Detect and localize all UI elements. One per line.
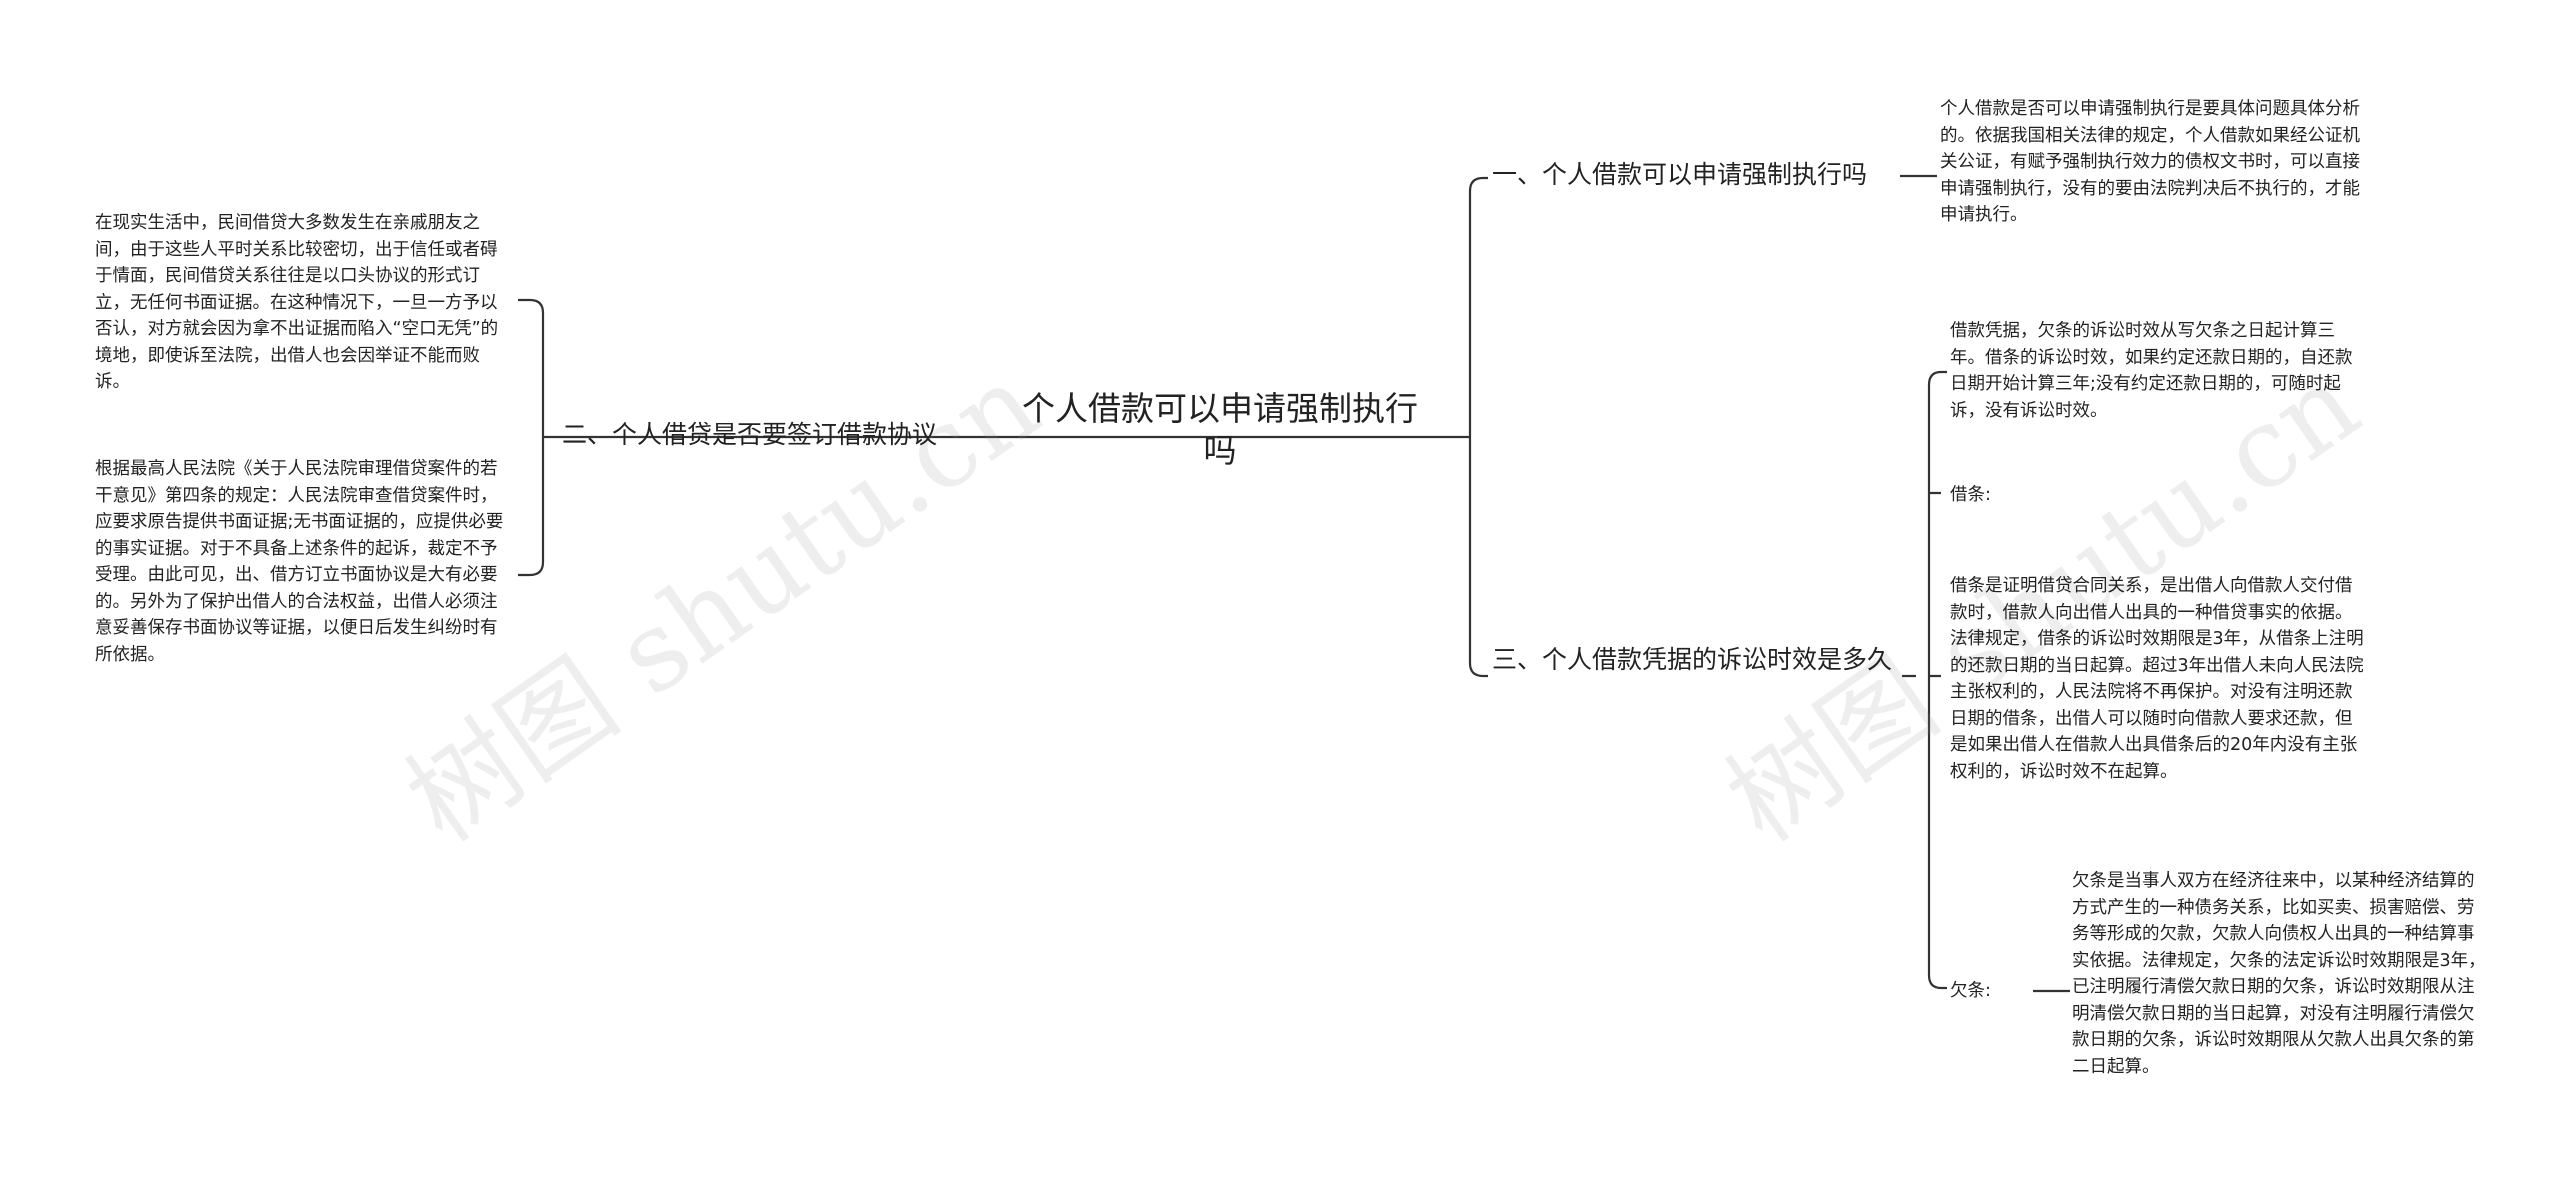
right-bracket bbox=[1460, 176, 1484, 678]
branch-3-subnode-label: 欠条: bbox=[1950, 981, 1991, 1001]
branch-3-label: 三、个人借款凭据的诉讼时效是多久 bbox=[1492, 645, 1893, 674]
branch-2-label: 二、个人借贷是否要签订借款协议 bbox=[562, 420, 938, 449]
branch-2-paragraph-2[interactable]: 根据最高人民法院《关于人民法院审理借贷案件的若干意见》第四条的规定：人民法院审查… bbox=[95, 456, 507, 668]
branch-2-paragraph-2-text: 根据最高人民法院《关于人民法院审理借贷案件的若干意见》第四条的规定：人民法院审查… bbox=[95, 459, 504, 665]
branch-2-paragraph-1[interactable]: 在现实生活中，民间借贷大多数发生在亲戚朋友之间，由于这些人平时关系比较密切，出于… bbox=[95, 210, 507, 396]
branch-3-subnode[interactable]: 欠条: bbox=[1950, 978, 1991, 1004]
branch-3-bracket bbox=[1902, 370, 1942, 990]
branch-2-paragraph-1-text: 在现实生活中，民间借贷大多数发生在亲戚朋友之间，由于这些人平时关系比较密切，出于… bbox=[95, 213, 499, 392]
branch-3-item-2-text: 借条: bbox=[1950, 485, 1991, 505]
branch-3-item-3-text: 借条是证明借贷合同关系，是出借人向借款人交付借款时，借款人向出借人出具的一种借贷… bbox=[1950, 576, 2364, 782]
branch-1[interactable]: 一、个人借款可以申请强制执行吗 bbox=[1492, 158, 1867, 192]
root-title: 个人借款可以申请强制执行吗 bbox=[1022, 389, 1418, 470]
branch-3-item-2[interactable]: 借条: bbox=[1950, 482, 1991, 508]
branch-3-subnode-text: 欠条是当事人双方在经济往来中，以某种经济结算的方式产生的一种债务关系，比如买卖、… bbox=[2072, 871, 2486, 1077]
branch-1-label: 一、个人借款可以申请强制执行吗 bbox=[1492, 160, 1868, 189]
branch-3[interactable]: 三、个人借款凭据的诉讼时效是多久 bbox=[1492, 643, 1904, 677]
branch-3-item-1[interactable]: 借款凭据，欠条的诉讼时效从写欠条之日起计算三年。借条的诉讼时效，如果约定还款日期… bbox=[1950, 318, 2364, 424]
branch-3-item-1-text: 借款凭据，欠条的诉讼时效从写欠条之日起计算三年。借条的诉讼时效，如果约定还款日期… bbox=[1950, 321, 2353, 421]
root-topic[interactable]: 个人借款可以申请强制执行吗 bbox=[1010, 388, 1430, 472]
branch-1-text: 个人借款是否可以申请强制执行是要具体问题具体分析的。依据我国相关法律的规定，个人… bbox=[1940, 99, 2360, 225]
branch-1-content[interactable]: 个人借款是否可以申请强制执行是要具体问题具体分析的。依据我国相关法律的规定，个人… bbox=[1940, 96, 2360, 229]
branch-3-subnode-content[interactable]: 欠条是当事人双方在经济往来中，以某种经济结算的方式产生的一种债务关系，比如买卖、… bbox=[2072, 868, 2486, 1080]
branch-2-bracket bbox=[518, 298, 555, 577]
branch-2[interactable]: 二、个人借贷是否要签订借款协议 bbox=[562, 418, 937, 452]
branch-3-item-3[interactable]: 借条是证明借贷合同关系，是出借人向借款人交付借款时，借款人向出借人出具的一种借贷… bbox=[1950, 573, 2364, 785]
